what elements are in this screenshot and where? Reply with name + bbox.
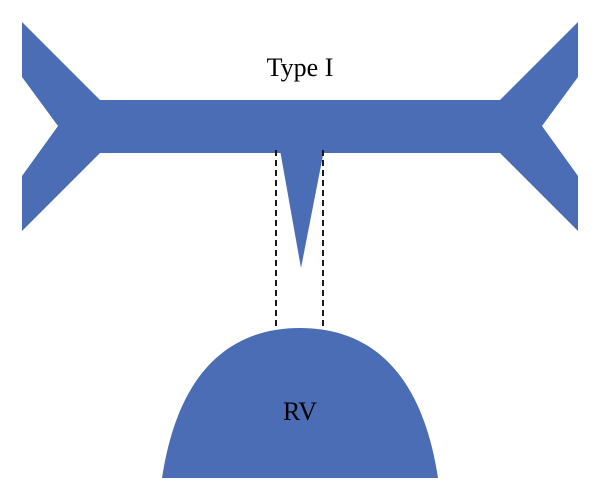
rv-label: RV	[283, 397, 317, 426]
rv-dome-shape	[162, 328, 438, 478]
type-one-bar-shape	[22, 22, 578, 231]
type-one-label: Type I	[267, 53, 334, 82]
type-one-spike-shape	[280, 150, 324, 268]
